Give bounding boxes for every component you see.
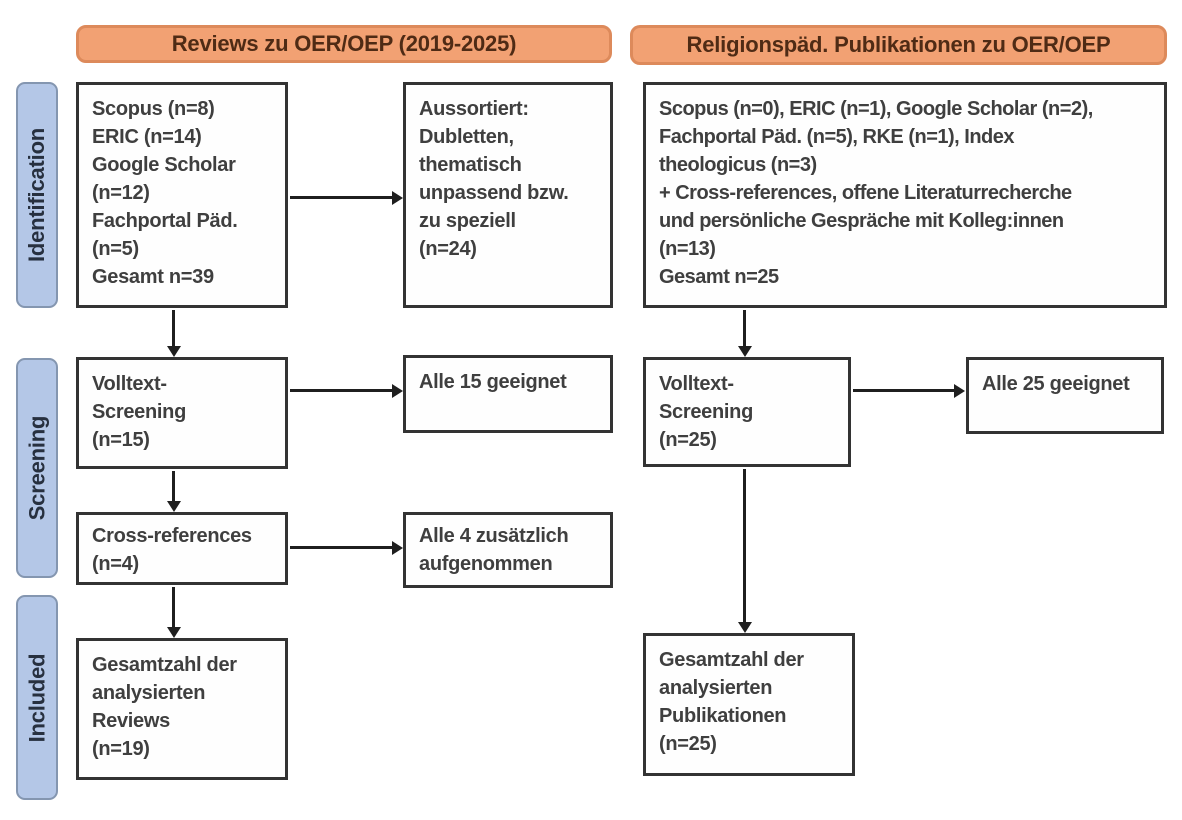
box-right-sources: Scopus (n=0), ERIC (n=1), Google Scholar…: [643, 82, 1167, 308]
arrow-left-sources-to-fulltext: [166, 310, 181, 357]
header-religionspaed-column: Religionspäd. Publikationen zu OER/OEP: [630, 25, 1167, 65]
arrow-left-crossref-to-total: [166, 587, 181, 638]
box-left-crossreferences: Cross-references (n=4): [76, 512, 288, 585]
arrow-left-crossref-to-result: [290, 540, 403, 555]
arrow-right-sources-to-fulltext: [737, 310, 752, 357]
box-right-total-included: Gesamtzahl der analysierten Publikatione…: [643, 633, 855, 776]
box-left-total-included: Gesamtzahl der analysierten Reviews (n=1…: [76, 638, 288, 780]
stage-label-included: Included: [16, 595, 58, 800]
stage-label-identification-text: Identification: [24, 127, 49, 263]
stage-label-screening-text: Screening: [24, 415, 50, 521]
stage-label-screening: Screening: [16, 358, 58, 578]
arrow-right-fulltext-to-total: [737, 469, 752, 633]
header-reviews-column: Reviews zu OER/OEP (2019-2025): [76, 25, 612, 63]
arrow-right-fulltext-to-result: [853, 383, 965, 398]
arrow-left-fulltext-to-crossref: [166, 471, 181, 512]
box-right-fulltext-result: Alle 25 geeignet: [966, 357, 1164, 434]
box-left-sources: Scopus (n=8) ERIC (n=14) Google Scholar …: [76, 82, 288, 308]
stage-label-identification: Identification: [16, 82, 58, 308]
box-left-fulltext-result: Alle 15 geeignet: [403, 355, 613, 433]
box-left-excluded: Aussortiert: Dubletten, thematisch unpas…: [403, 82, 613, 308]
box-left-crossreferences-result: Alle 4 zusätzlich aufgenommen: [403, 512, 613, 588]
stage-label-included-text: Included: [24, 653, 50, 742]
arrow-left-fulltext-to-result: [290, 383, 403, 398]
box-right-fulltext-screening: Volltext- Screening (n=25): [643, 357, 851, 467]
arrow-left-sources-to-excluded: [290, 190, 403, 205]
box-left-fulltext-screening: Volltext- Screening (n=15): [76, 357, 288, 469]
